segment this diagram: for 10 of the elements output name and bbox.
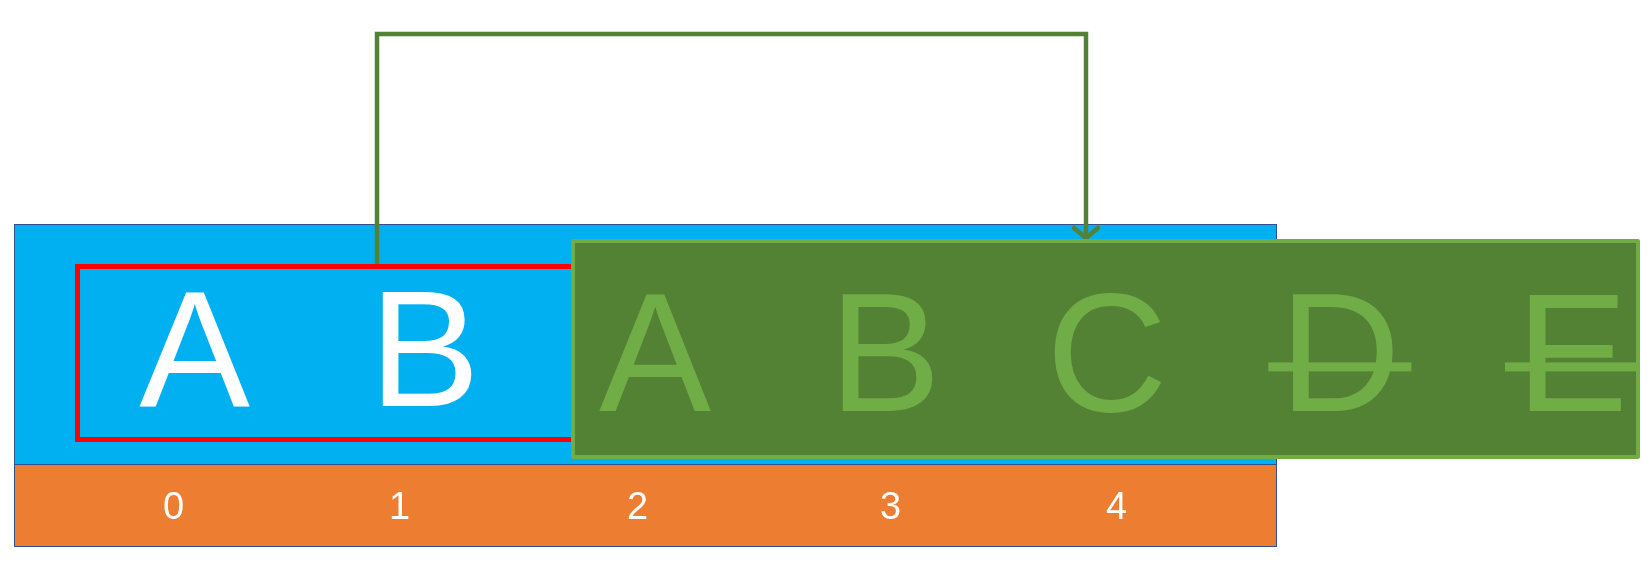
- index-number: 4: [1105, 488, 1128, 523]
- arrow: [374, 31, 1101, 264]
- block-overlay: [571, 239, 1640, 459]
- index-bar: [14, 464, 1277, 547]
- index-number: 2: [626, 488, 649, 523]
- array-letter: B: [369, 273, 480, 424]
- index-number: 1: [388, 488, 411, 523]
- index-number: 3: [879, 488, 902, 523]
- array-letter: A: [139, 273, 250, 424]
- index-number: 0: [162, 488, 185, 523]
